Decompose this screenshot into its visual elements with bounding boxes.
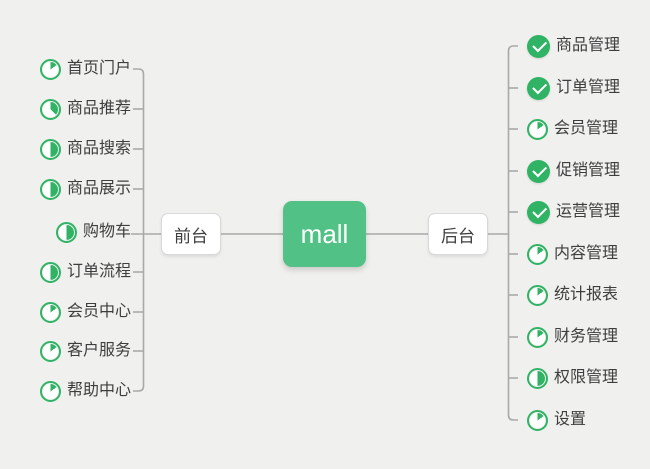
topic-help-center[interactable]: 帮助中心: [39, 378, 131, 404]
topic-label: 客户服务: [66, 342, 131, 359]
topic-label: 权限管理: [554, 369, 619, 386]
topic-label: 商品搜索: [66, 140, 131, 157]
topic-label: 内容管理: [554, 245, 619, 262]
topic-member-mgmt[interactable]: 会员管理: [527, 116, 618, 142]
branch-topic-backend[interactable]: 后台: [428, 213, 488, 255]
topic-label: 设置: [554, 411, 587, 428]
topic-label: 促销管理: [556, 162, 621, 179]
topic-label: 购物车: [82, 223, 131, 240]
topic-member-center[interactable]: 会员中心: [39, 299, 131, 325]
pie-progress-icon: [39, 98, 61, 120]
topic-label: 运营管理: [556, 203, 621, 220]
check-icon: [527, 200, 550, 224]
topic-product-mgmt[interactable]: 商品管理: [527, 33, 620, 59]
pie-progress-icon: [39, 178, 61, 200]
topic-shopping-cart[interactable]: 购物车: [55, 219, 131, 245]
root-topic-mall[interactable]: mall: [283, 201, 366, 267]
topic-order-flow[interactable]: 订单流程: [39, 259, 131, 285]
topic-label: 帮助中心: [66, 382, 131, 399]
branch-topic-label: 后台: [441, 226, 475, 246]
branch-topic-label: 前台: [174, 226, 208, 246]
pie-progress-icon: [527, 326, 548, 348]
topic-finance-mgmt[interactable]: 财务管理: [527, 324, 618, 350]
topic-label: 商品推荐: [66, 100, 131, 117]
branch-topic-frontend[interactable]: 前台: [161, 213, 221, 255]
topic-label: 订单流程: [66, 263, 131, 280]
pie-progress-icon: [39, 58, 61, 80]
pie-progress-icon: [39, 138, 61, 160]
topic-label: 会员中心: [66, 303, 131, 320]
pie-progress-icon: [39, 301, 61, 323]
topic-label: 财务管理: [554, 328, 619, 345]
pie-progress-icon: [55, 221, 77, 243]
topic-product-display[interactable]: 商品展示: [39, 176, 131, 202]
pie-progress-icon: [39, 380, 61, 402]
check-icon: [527, 159, 550, 183]
check-icon: [527, 76, 550, 100]
topic-permission-mgmt[interactable]: 权限管理: [527, 365, 618, 391]
topic-home-portal[interactable]: 首页门户: [39, 56, 131, 82]
pie-progress-icon: [527, 118, 548, 140]
pie-progress-icon: [527, 284, 548, 306]
root-topic-label: mall: [300, 218, 349, 249]
topic-label: 商品展示: [66, 180, 131, 197]
check-icon: [527, 34, 550, 58]
topic-product-search[interactable]: 商品搜索: [39, 136, 131, 162]
pie-progress-icon: [527, 367, 548, 389]
topic-label: 商品管理: [556, 37, 621, 54]
topic-label: 会员管理: [554, 120, 619, 137]
topic-content-mgmt[interactable]: 内容管理: [527, 241, 618, 267]
topic-label: 订单管理: [556, 79, 621, 96]
pie-progress-icon: [39, 340, 61, 362]
topic-label: 统计报表: [554, 286, 619, 303]
topic-label: 首页门户: [66, 60, 131, 77]
topic-order-mgmt[interactable]: 订单管理: [527, 75, 620, 101]
topic-promotion-mgmt[interactable]: 促销管理: [527, 158, 620, 184]
pie-progress-icon: [39, 261, 61, 283]
topic-statistics-report[interactable]: 统计报表: [527, 282, 618, 308]
topic-customer-service[interactable]: 客户服务: [39, 338, 131, 364]
topic-product-recommend[interactable]: 商品推荐: [39, 96, 131, 122]
topic-settings[interactable]: 设置: [527, 407, 586, 433]
pie-progress-icon: [527, 243, 548, 265]
pie-progress-icon: [527, 409, 548, 431]
topic-operation-mgmt[interactable]: 运营管理: [527, 199, 620, 225]
